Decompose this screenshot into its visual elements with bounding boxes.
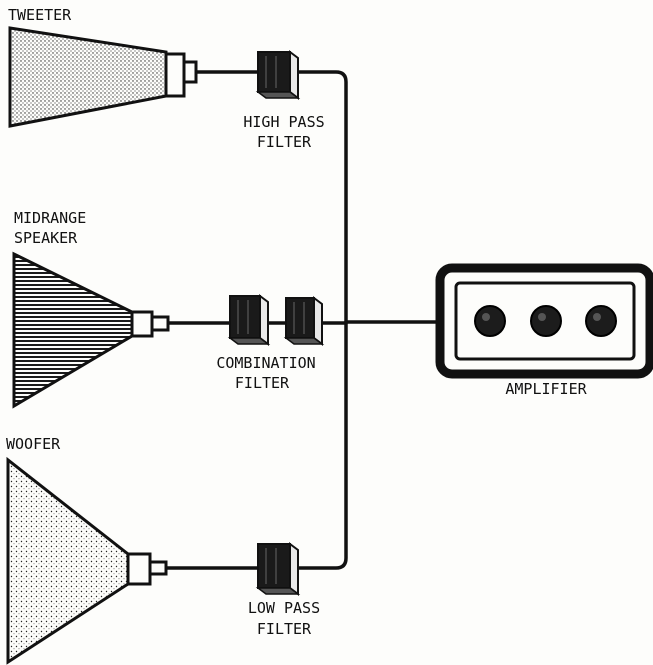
combination-filter-1 (227, 294, 271, 346)
amplifier-knob-right (585, 305, 617, 337)
midrange-speaker (12, 251, 170, 409)
woofer-plug (148, 560, 168, 576)
low-pass-filter (255, 542, 301, 596)
amplifier-knob-left (474, 305, 506, 337)
high-pass-label-line1: HIGH PASS (243, 113, 324, 131)
tweeter-speaker (8, 26, 198, 128)
midrange-label-line1: MIDRANGE (14, 209, 86, 227)
tweeter-wire-to-bus (296, 70, 348, 324)
tweeter-plug (182, 60, 198, 84)
combination-label-line1: COMBINATION (216, 354, 315, 372)
tweeter-horn (8, 26, 168, 128)
woofer-label: WOOFER (6, 435, 61, 453)
midrange-plug (150, 315, 170, 332)
combination-label-line2: FILTER (235, 374, 290, 392)
midrange-connector (130, 310, 154, 338)
woofer-connector (126, 552, 152, 586)
woofer-cone (6, 456, 130, 665)
midrange-cone (12, 251, 134, 409)
high-pass-label-line2: FILTER (257, 133, 312, 151)
tweeter-label: TWEETER (8, 6, 72, 24)
low-pass-label-line1: LOW PASS (248, 599, 320, 617)
amplifier-label: AMPLIFIER (505, 380, 587, 398)
amplifier-knob-center (530, 305, 562, 337)
midrange-label-line2: SPEAKER (14, 229, 78, 247)
low-pass-label-line2: FILTER (257, 620, 312, 638)
amplifier (435, 263, 653, 379)
labels: TWEETER HIGH PASS FILTER MIDRANGE SPEAKE… (6, 6, 588, 638)
woofer-speaker (6, 456, 168, 665)
wiring (164, 70, 442, 570)
high-pass-filter (255, 50, 301, 100)
woofer-wire-to-bus (296, 320, 348, 570)
combination-filter-2 (283, 296, 325, 346)
tweeter-connector (164, 52, 186, 98)
